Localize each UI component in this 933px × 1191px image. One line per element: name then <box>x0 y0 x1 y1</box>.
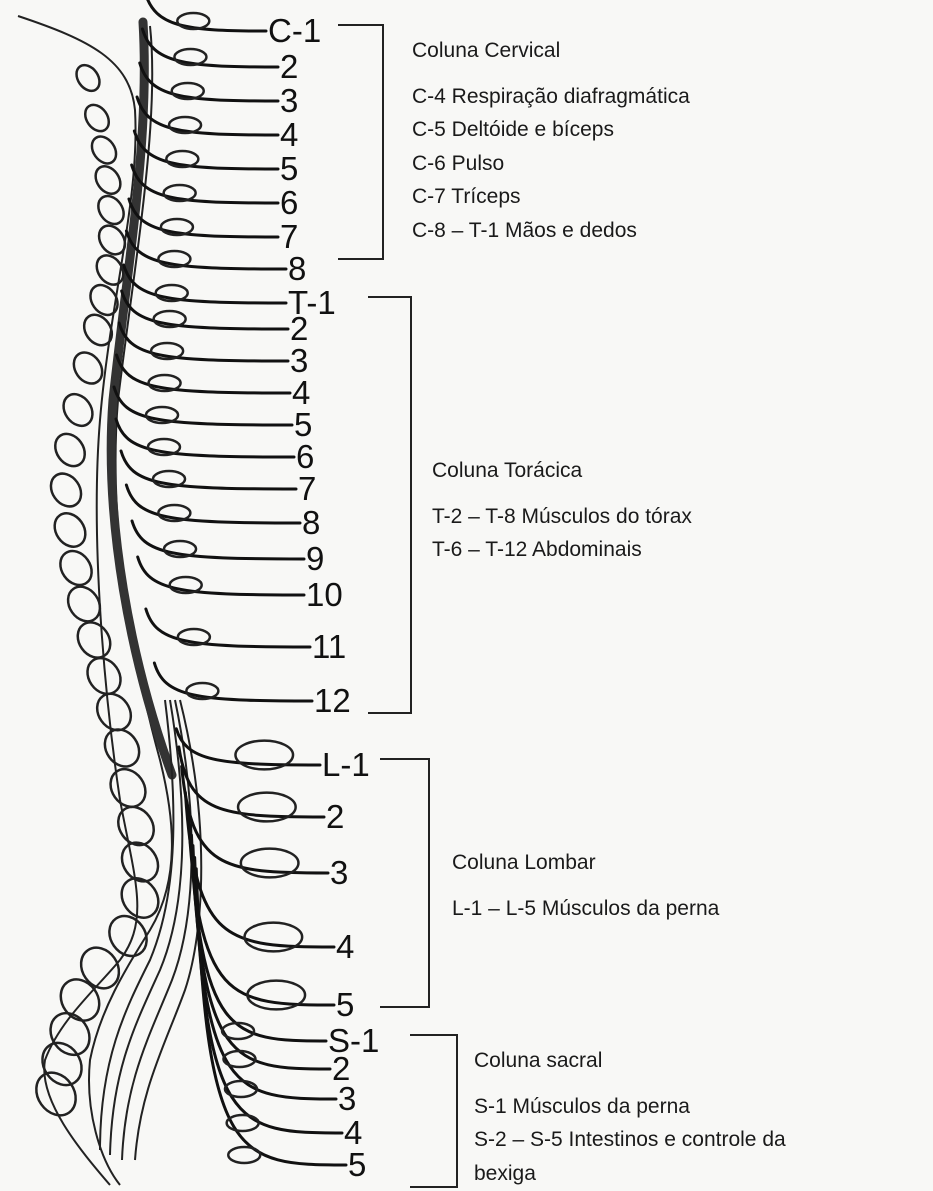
nerve-root-sacral-5 <box>196 869 346 1165</box>
segment-label-thoracic-11: 11 <box>312 630 346 663</box>
region-line: C-4 Respiração diafragmática <box>412 80 690 114</box>
segment-label-cervical-6: 6 <box>280 186 298 219</box>
region-line: T-2 – T-8 Músculos do tórax <box>432 500 692 534</box>
region-line: C-6 Pulso <box>412 147 690 181</box>
segment-label-lumbar-5: 5 <box>336 988 354 1021</box>
vertebra-23 <box>115 836 166 889</box>
nerve-root-thoracic-1 <box>124 265 286 303</box>
segment-label-thoracic-2: 2 <box>290 312 308 345</box>
segment-label-thoracic-9: 9 <box>306 542 324 575</box>
vertebra-26 <box>73 940 126 995</box>
vertebra-5 <box>93 191 129 229</box>
segment-label-lumbar-1: L-1 <box>322 748 370 781</box>
segment-label-cervical-4: 4 <box>280 118 298 151</box>
region-title: Coluna sacral <box>474 1044 786 1078</box>
segment-label-thoracic-3: 3 <box>290 344 308 377</box>
segment-label-sacral-4: 4 <box>344 1116 362 1149</box>
segment-label-thoracic-4: 4 <box>292 376 310 409</box>
back-outline <box>18 16 137 1185</box>
bracket-cervical <box>338 24 384 260</box>
nerve-root-thoracic-12 <box>154 663 312 701</box>
nerve-root-lumbar-2 <box>179 747 324 817</box>
vertebral-bodies <box>28 61 166 1123</box>
vertebra-12 <box>49 428 91 472</box>
region-line: L-1 – L-5 Músculos da perna <box>452 892 719 926</box>
segment-label-lumbar-3: 3 <box>330 856 348 889</box>
nerve-root-cervical-5 <box>134 131 278 169</box>
segment-label-thoracic-8: 8 <box>302 506 320 539</box>
segment-label-cervical-3: 3 <box>280 84 298 117</box>
vertebra-13 <box>45 468 87 512</box>
ganglion-lumbar-4 <box>245 923 303 952</box>
nerve-root-lumbar-1 <box>176 729 320 765</box>
ganglion-sacral-3 <box>225 1081 257 1097</box>
region-thoracic: Coluna Torácica T-2 – T-8 Músculos do tó… <box>432 454 692 567</box>
region-lumbar: Coluna Lombar L-1 – L-5 Músculos da pern… <box>452 846 719 925</box>
segment-label-lumbar-2: 2 <box>326 800 344 833</box>
ganglion-lumbar-3 <box>241 849 299 878</box>
nerve-root-cervical-7 <box>129 199 278 237</box>
nerve-root-cervical-6 <box>132 165 278 203</box>
vertebra-20 <box>98 723 146 773</box>
bracket-lumbar <box>380 758 430 1008</box>
region-line: C-5 Deltóide e bíceps <box>412 113 690 147</box>
ganglion-sacral-5 <box>228 1147 260 1163</box>
region-line: T-6 – T-12 Abdominais <box>432 533 692 567</box>
nerve-root-thoracic-11 <box>146 609 310 647</box>
vertebra-21 <box>103 762 152 813</box>
segment-label-cervical-2: 2 <box>280 50 298 83</box>
region-sacral: Coluna sacral S-1 Músculos da perna S-2 … <box>474 1044 786 1190</box>
vertebra-18 <box>81 652 128 701</box>
region-title: Coluna Cervical <box>412 34 690 68</box>
region-line: C-8 – T-1 Mãos e dedos <box>412 214 690 248</box>
vertebra-11 <box>58 389 99 432</box>
segment-label-cervical-1: C-1 <box>268 14 321 47</box>
bracket-thoracic <box>368 296 412 714</box>
nerve-root-cervical-3 <box>140 63 278 101</box>
nerve-root-sacral-3 <box>193 846 336 1099</box>
segment-label-cervical-8: 8 <box>288 252 306 285</box>
vertebra-6 <box>94 221 131 260</box>
nerve-root-thoracic-8 <box>126 485 300 523</box>
region-title: Coluna Torácica <box>432 454 692 488</box>
region-title: Coluna Lombar <box>452 846 719 880</box>
region-cervical: Coluna Cervical C-4 Respiração diafragmá… <box>412 34 690 248</box>
vertebra-1 <box>72 61 104 95</box>
vertebra-10 <box>68 347 108 389</box>
segment-label-thoracic-5: 5 <box>294 408 312 441</box>
segment-label-sacral-3: 3 <box>338 1082 356 1115</box>
segment-label-thoracic-10: 10 <box>306 578 343 611</box>
vertebra-15 <box>54 545 98 591</box>
segment-label-sacral-5: 5 <box>348 1148 366 1181</box>
segment-label-cervical-7: 7 <box>280 220 298 253</box>
segment-label-thoracic-7: 7 <box>298 472 316 505</box>
region-line: S-2 – S-5 Intestinos e controle da <box>474 1123 786 1157</box>
region-line: C-7 Tríceps <box>412 180 690 214</box>
vertebra-28 <box>43 1006 98 1063</box>
vertebra-2 <box>80 100 113 135</box>
segment-label-cervical-5: 5 <box>280 152 298 185</box>
segment-label-lumbar-4: 4 <box>336 930 354 963</box>
region-line: S-1 Músculos da perna <box>474 1090 786 1124</box>
region-line: bexiga <box>474 1157 786 1191</box>
nerve-root-thoracic-9 <box>132 521 304 559</box>
vertebra-29 <box>34 1035 89 1092</box>
vertebra-22 <box>111 800 161 852</box>
segment-label-thoracic-6: 6 <box>296 440 314 473</box>
nerve-root-sacral-1 <box>190 825 326 1041</box>
vertebra-30 <box>28 1065 84 1123</box>
nerve-root-thoracic-2 <box>122 291 288 329</box>
segment-label-thoracic-12: 12 <box>314 684 351 717</box>
nerve-root-cervical-2 <box>142 29 278 67</box>
nerve-root-cervical-4 <box>137 97 278 135</box>
vertebra-3 <box>87 132 121 168</box>
ganglion-lumbar-5 <box>247 981 305 1010</box>
vertebra-14 <box>48 507 91 552</box>
vertebra-4 <box>91 162 126 199</box>
vertebra-17 <box>71 616 117 664</box>
bracket-sacral <box>410 1034 458 1188</box>
vertebra-9 <box>78 309 117 350</box>
nerve-root-thoracic-10 <box>138 557 304 595</box>
